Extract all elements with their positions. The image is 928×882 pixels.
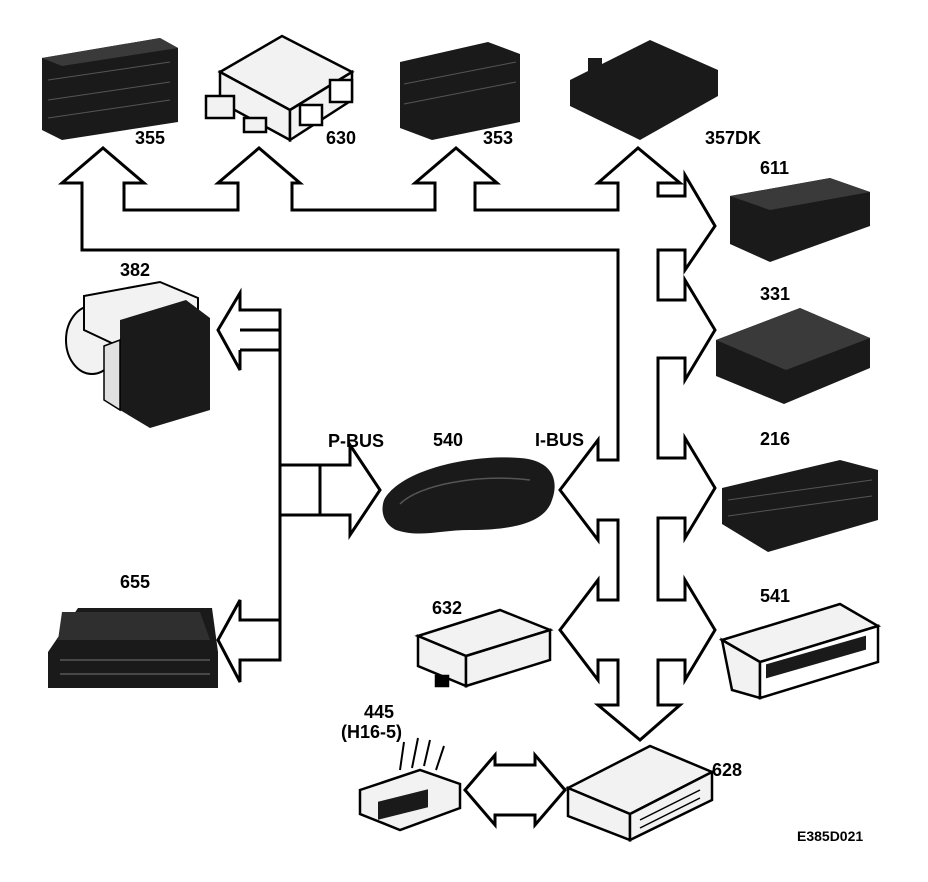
bus-p-branch <box>240 328 320 622</box>
label-382: 382 <box>120 260 151 280</box>
module-541 <box>718 602 882 700</box>
label-655: 655 <box>120 572 151 592</box>
label-pbus: P-BUS <box>328 431 385 451</box>
label-632: 632 <box>432 598 463 618</box>
label-628: 628 <box>712 760 743 780</box>
label-611: 611 <box>760 158 790 178</box>
label-216: 216 <box>760 429 791 449</box>
module-630 <box>204 34 355 143</box>
module-355 <box>42 38 178 140</box>
label-353: 353 <box>483 128 514 148</box>
label-541: 541 <box>760 586 791 606</box>
label-540: 540 <box>433 430 464 450</box>
module-632 <box>414 608 554 688</box>
module-353 <box>400 42 520 140</box>
module-628 <box>565 744 715 843</box>
label-357dk: 357DK <box>705 128 762 148</box>
module-382 <box>65 280 210 428</box>
label-445-sub: (H16-5) <box>341 722 403 742</box>
module-655 <box>48 608 218 688</box>
label-445: 445 <box>364 702 395 722</box>
label-331: 331 <box>760 284 791 304</box>
label-355: 355 <box>135 128 166 148</box>
label-630: 630 <box>326 128 357 148</box>
bus-diag-arrow <box>463 750 567 830</box>
module-611 <box>730 178 870 262</box>
module-357dk <box>570 40 718 140</box>
module-331 <box>716 308 870 404</box>
figure-id: E385D021 <box>797 828 864 844</box>
module-540 <box>382 457 555 534</box>
module-216 <box>722 460 878 552</box>
module-445 <box>358 737 462 832</box>
bus-top-arrows <box>57 146 717 742</box>
label-ibus: I-BUS <box>535 430 584 450</box>
